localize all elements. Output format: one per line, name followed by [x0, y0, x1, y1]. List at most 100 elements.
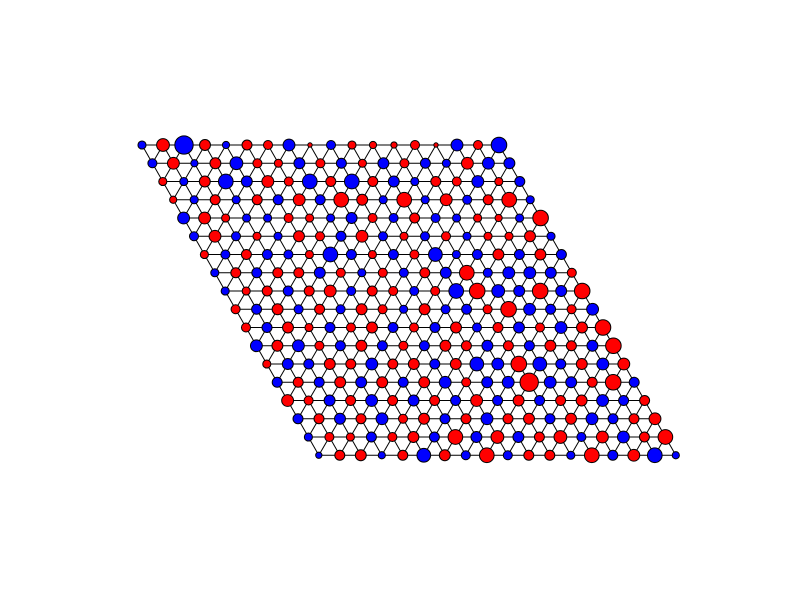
site-positive: [458, 264, 475, 281]
site-negative: [482, 267, 493, 278]
lattice-bonds: [141, 144, 677, 456]
site-negative: [532, 356, 548, 372]
site-positive: [335, 267, 346, 278]
site-negative: [230, 231, 242, 242]
site-positive: [482, 194, 494, 206]
site-negative: [398, 267, 409, 278]
site-positive: [345, 395, 357, 406]
site-negative: [334, 412, 346, 425]
site-negative: [323, 394, 336, 407]
site-negative: [293, 304, 304, 315]
site-positive: [396, 191, 413, 208]
site-positive: [198, 211, 212, 225]
site-negative: [513, 285, 526, 297]
site-positive: [494, 176, 504, 187]
site-positive: [430, 176, 442, 187]
site-positive: [501, 191, 518, 208]
site-positive: [409, 249, 420, 260]
site-positive: [241, 286, 251, 296]
site-positive: [407, 431, 420, 443]
site-negative: [189, 195, 199, 205]
site-positive: [303, 285, 315, 297]
site-positive: [429, 395, 441, 406]
site-negative: [335, 304, 346, 315]
site-positive: [519, 372, 539, 392]
site-negative: [544, 266, 557, 279]
site-negative: [439, 413, 451, 425]
site-positive: [388, 285, 399, 297]
site-positive: [575, 394, 588, 407]
site-positive: [367, 249, 377, 260]
site-positive: [323, 284, 337, 298]
site-negative: [616, 430, 630, 444]
site-negative: [555, 285, 568, 297]
site-negative: [586, 302, 600, 316]
site-negative: [147, 158, 158, 169]
site-negative: [523, 340, 535, 352]
site-negative: [429, 322, 441, 333]
site-negative: [314, 194, 326, 206]
site-negative: [502, 266, 516, 280]
site-positive: [241, 139, 253, 151]
site-negative: [303, 432, 313, 442]
site-negative: [440, 304, 451, 315]
site-positive: [638, 431, 650, 443]
site-positive: [273, 158, 283, 168]
site-negative: [377, 451, 386, 460]
site-positive: [271, 303, 284, 316]
site-negative: [281, 358, 294, 370]
site-negative: [220, 249, 231, 260]
site-negative: [607, 449, 619, 461]
site-positive: [199, 249, 209, 260]
site-negative: [471, 175, 485, 188]
site-positive: [460, 413, 472, 425]
site-negative: [249, 339, 263, 353]
site-negative: [387, 322, 399, 333]
site-negative: [671, 451, 680, 460]
site-negative: [315, 451, 323, 459]
site-positive: [314, 340, 325, 351]
site-positive: [305, 213, 315, 223]
site-positive: [460, 340, 472, 352]
site-negative: [586, 339, 599, 352]
site-positive: [334, 376, 347, 389]
site-positive: [251, 194, 263, 206]
site-positive: [418, 412, 430, 425]
site-positive: [478, 447, 495, 464]
site-positive: [240, 322, 252, 333]
site-positive: [377, 304, 388, 315]
site-negative: [378, 195, 388, 205]
site-negative: [399, 304, 409, 314]
site-negative: [419, 157, 431, 169]
site-positive: [451, 176, 462, 187]
site-negative: [430, 212, 441, 224]
site-negative: [565, 376, 578, 389]
site-negative: [419, 231, 431, 242]
site-negative: [313, 266, 326, 279]
site-positive: [387, 395, 399, 406]
site-positive: [209, 157, 222, 170]
site-positive: [390, 141, 398, 149]
site-positive: [439, 339, 452, 352]
site-positive: [532, 209, 549, 227]
site-positive: [502, 340, 514, 352]
site-negative: [291, 339, 305, 353]
site-negative: [554, 321, 568, 334]
site-negative: [428, 247, 443, 262]
site-negative: [545, 303, 557, 315]
site-negative: [429, 358, 441, 370]
site-negative: [471, 249, 483, 260]
site-negative: [365, 394, 379, 407]
site-negative: [469, 356, 485, 372]
site-negative: [409, 285, 420, 297]
site-negative: [282, 285, 294, 297]
site-negative: [283, 249, 294, 260]
site-negative: [322, 246, 339, 263]
site-negative: [503, 157, 516, 170]
site-positive: [304, 249, 314, 260]
site-positive: [230, 267, 242, 279]
site-negative: [325, 139, 337, 151]
site-negative: [576, 431, 587, 443]
site-positive: [357, 158, 367, 168]
